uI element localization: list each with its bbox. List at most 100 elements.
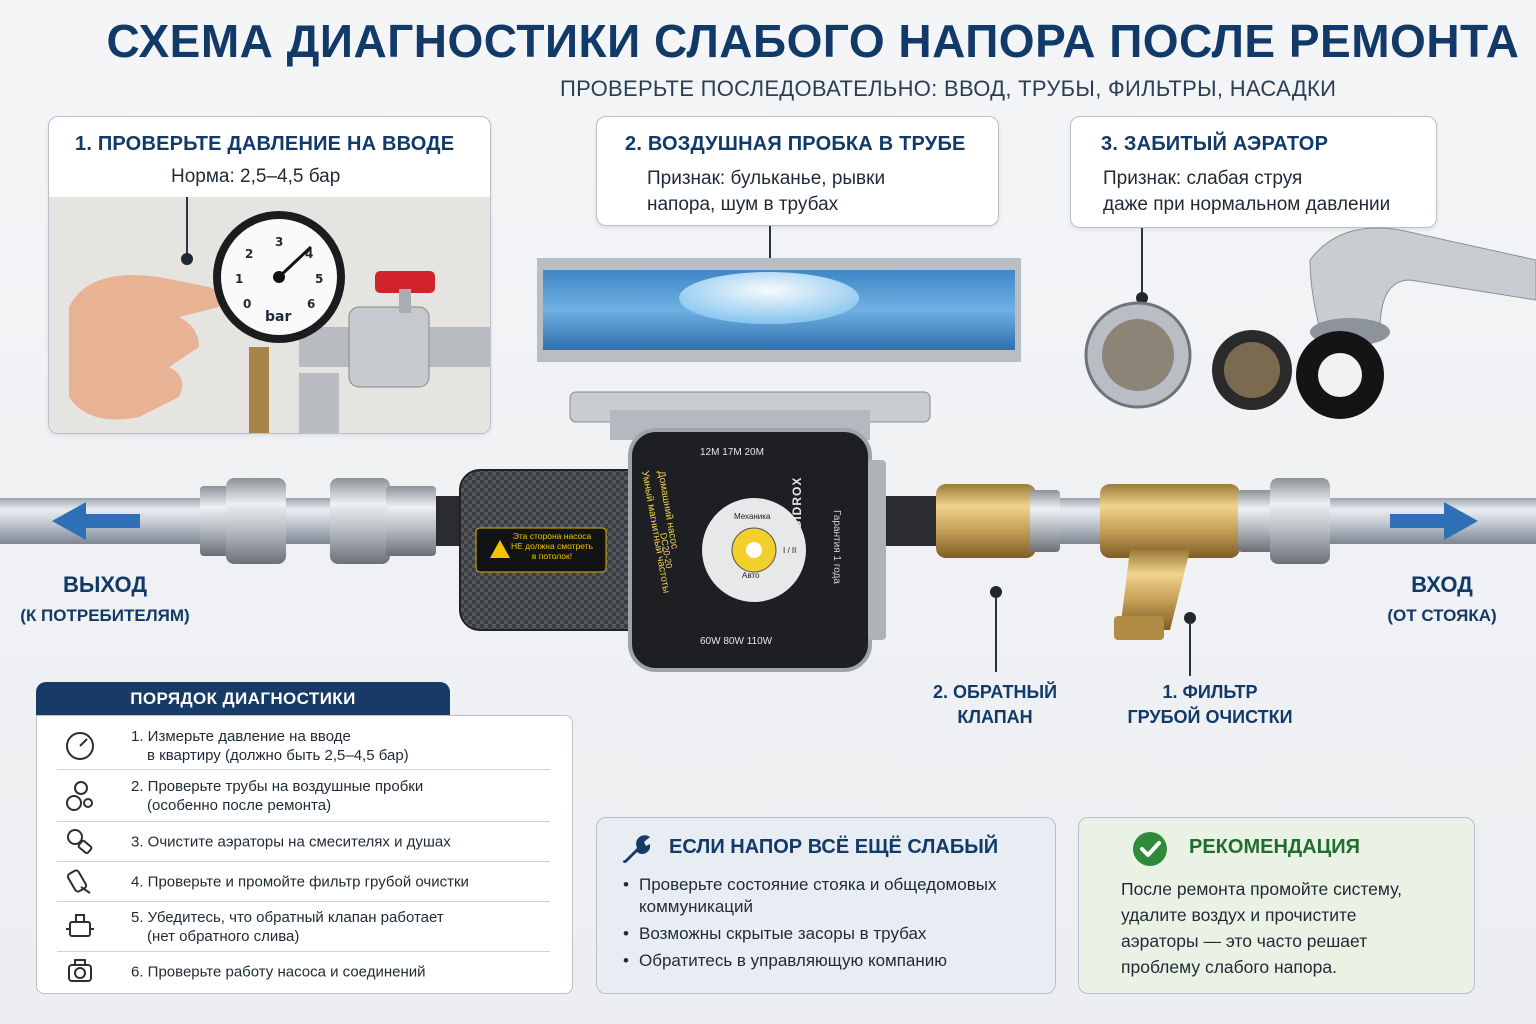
recommendation-panel: РЕКОМЕНДАЦИЯ После ремонта промойте сист…	[1078, 817, 1475, 994]
recommendation-line-2: удалите воздух и прочистите	[1121, 905, 1357, 925]
aerator-leader-dot	[1136, 292, 1148, 304]
procedure-step-4: 4. Проверьте и промойте фильтр грубой оч…	[57, 862, 550, 902]
weak-pressure-item-3: Обратитесь в управляющую компанию	[621, 950, 1041, 972]
pressure-gauge-illustration	[49, 197, 490, 433]
procedure-step-4-line-1: 4. Проверьте и промойте фильтр грубой оч…	[131, 873, 469, 890]
gauge-unit: bar	[265, 309, 292, 325]
pump-spec-2: 17M	[722, 447, 742, 458]
pump-spec-3: 20M	[744, 447, 764, 458]
procedure-step-1-line-1: 1. Измерьте давление на вводе	[131, 727, 351, 745]
check-pressure-text: Норма: 2,5–4,5 бар	[171, 166, 341, 187]
aerator-illustration	[1084, 227, 1536, 419]
pump-dial-bottom: Авто	[742, 571, 760, 580]
filter-leader-dot	[1184, 612, 1196, 624]
check-valve-label-line-2: КЛАПАН	[957, 707, 1033, 727]
filter-leader-line	[1189, 622, 1191, 676]
bubbles-icon	[66, 780, 93, 811]
recommendation-text: После ремонта промойте систему, удалите …	[1121, 876, 1402, 980]
outflow-label: ВЫХОД (К ПОТРЕБИТЕЛЯМ)	[10, 572, 200, 626]
inflow-label: ВХОД (ОТ СТОЯКА)	[1362, 572, 1522, 626]
wrench-icon	[622, 835, 651, 863]
procedure-step-2: 2. Проверьте трубы на воздушные пробки(о…	[57, 770, 550, 822]
check-airlock-card: 2. ВОЗДУШНАЯ ПРОБКА В ТРУБЕ Признак: бул…	[596, 116, 999, 226]
check-valve-label-line-1: 2. ОБРАТНЫЙ	[932, 682, 1058, 702]
procedure-step-5-line-2: (нет обратного слива)	[147, 927, 300, 945]
valve-icon	[66, 913, 94, 937]
procedure-step-2-line-1: 2. Проверьте трубы на воздушные пробки	[131, 777, 424, 795]
check-aerator-line-2: даже при нормальном давлении	[1103, 194, 1391, 215]
recommendation-title: РЕКОМЕНДАЦИЯ	[1189, 836, 1360, 858]
pump-warning-label: Эта сторона насоса НЕ должна смотреть в …	[500, 531, 604, 561]
weak-pressure-item-1: Проверьте состояние стояка и общедомовых…	[621, 874, 1041, 918]
pump-power-2: 80W	[723, 636, 744, 647]
pump-power-3: 110W	[746, 636, 773, 647]
pump-spec-1: 12M	[700, 447, 720, 458]
check-valve-label: 2. ОБРАТНЫЙ КЛАПАН	[920, 680, 1070, 730]
check-aerator-line-1: Признак: слабая струя	[1103, 168, 1303, 189]
check-pressure-title: 1. ПРОВЕРЬТЕ ДАВЛЕНИЕ НА ВВОДЕ	[75, 133, 455, 155]
aerator-icon	[67, 828, 93, 854]
inflow-arrow-icon	[1390, 502, 1478, 540]
weak-pressure-item-2: Возможны скрытые засоры в трубах	[621, 923, 1041, 945]
recommendation-line-1: После ремонта промойте систему,	[1121, 879, 1402, 899]
pump-warning-line-1: Эта сторона насоса	[512, 531, 592, 541]
check-aerator-card: 3. ЗАБИТЫЙ АЭРАТОР Признак: слабая струя…	[1070, 116, 1437, 228]
procedure-step-3-line-1: 3. Очистите аэраторы на смесителях и душ…	[131, 833, 451, 850]
air-bubble-pipe-illustration	[537, 258, 1021, 362]
pump-warning-line-2: НЕ должна смотреть	[510, 541, 594, 551]
weak-pressure-list: Проверьте состояние стояка и общедомовых…	[621, 874, 1041, 977]
check-pressure-card: 1. ПРОВЕРЬТЕ ДАВЛЕНИЕ НА ВВОДЕ Норма: 2,…	[48, 116, 491, 434]
procedure-step-2-line-2: (особенно после ремонта)	[147, 796, 332, 814]
check-aerator-title: 3. ЗАБИТЫЙ АЭРАТОР	[1101, 133, 1329, 155]
gauge-tick-4: 4	[305, 247, 314, 261]
recommendation-line-4: проблему слабого напора.	[1121, 957, 1337, 977]
filter-icon	[66, 868, 91, 894]
strainer-label-line-1: 1. ФИЛЬТР	[1162, 682, 1258, 702]
weak-pressure-title: ЕСЛИ НАПОР ВСЁ ЕЩЁ СЛАБЫЙ	[669, 836, 999, 858]
gauge-tick-3: 3	[275, 235, 284, 249]
pump-power-1: 60W	[700, 636, 721, 647]
pump-dial-top: Механика	[734, 512, 771, 521]
valve-leader-line	[995, 596, 997, 672]
valve-leader-dot	[990, 586, 1002, 598]
check-airlock-title: 2. ВОЗДУШНАЯ ПРОБКА В ТРУБЕ	[625, 133, 966, 155]
checkmark-icon	[1133, 832, 1167, 866]
pressure-leader-dot	[181, 253, 193, 265]
pressure-leader-line	[186, 197, 188, 259]
strainer-label-line-2: ГРУБОЙ ОЧИСТКИ	[1127, 707, 1293, 727]
gauge-icon	[66, 731, 94, 760]
gauge-tick-6: 6	[307, 297, 316, 311]
procedure-step-1-line-2: в квартиру (должно быть 2,5–4,5 бар)	[147, 746, 409, 764]
check-airlock-line-2: напора, шум в трубах	[647, 194, 839, 215]
procedure-step-6: 6. Проверьте работу насоса и соединений	[57, 952, 550, 992]
procedure-step-3: 3. Очистите аэраторы на смесителях и душ…	[57, 822, 550, 862]
gauge-tick-2: 2	[245, 247, 254, 261]
procedure-step-5-line-1: 5. Убедитесь, что обратный клапан работа…	[131, 908, 444, 926]
pump-warning-line-3: в потолок!	[531, 551, 573, 561]
procedure-step-6-line-1: 6. Проверьте работу насоса и соединений	[131, 963, 426, 981]
aerator-leader-line	[1141, 228, 1143, 296]
procedure-step-5: 5. Убедитесь, что обратный клапан работа…	[57, 902, 550, 952]
gauge-tick-1: 1	[235, 272, 244, 286]
weak-pressure-panel: ЕСЛИ НАПОР ВСЁ ЕЩЁ СЛАБЫЙ Проверьте сост…	[596, 817, 1056, 994]
inflow-subtitle: (ОТ СТОЯКА)	[1387, 606, 1497, 625]
pump-dial-side: I / II	[783, 546, 797, 555]
check-airlock-line-1: Признак: бульканье, рывки	[647, 168, 886, 189]
gauge-tick-0: 0	[243, 297, 252, 311]
strainer-label: 1. ФИЛЬТР ГРУБОЙ ОЧИСТКИ	[1110, 680, 1310, 730]
procedure-panel: ПОРЯДОК ДИАГНОСТИКИ 1. Измерьте давление…	[36, 682, 573, 994]
pipeline-illustration	[0, 391, 1536, 672]
pump-specs: 12M 17M 20M	[700, 446, 764, 460]
airlock-leader-line	[769, 226, 771, 278]
procedure-title: ПОРЯДОК ДИАГНОСТИКИ	[36, 682, 450, 715]
pump-power: 60W 80W 110W	[700, 636, 772, 647]
page-subtitle: ПРОВЕРЬТЕ ПОСЛЕДОВАТЕЛЬНО: ВВОД, ТРУБЫ, …	[560, 76, 1337, 101]
pump-icon	[68, 959, 92, 982]
inflow-title: ВХОД	[1411, 572, 1473, 597]
gauge-tick-5: 5	[315, 272, 324, 286]
outflow-title: ВЫХОД	[62, 572, 148, 597]
outflow-subtitle: (К ПОТРЕБИТЕЛЯМ)	[20, 606, 190, 625]
page-title: СХЕМА ДИАГНОСТИКИ СЛАБОГО НАПОРА ПОСЛЕ Р…	[106, 15, 1520, 67]
